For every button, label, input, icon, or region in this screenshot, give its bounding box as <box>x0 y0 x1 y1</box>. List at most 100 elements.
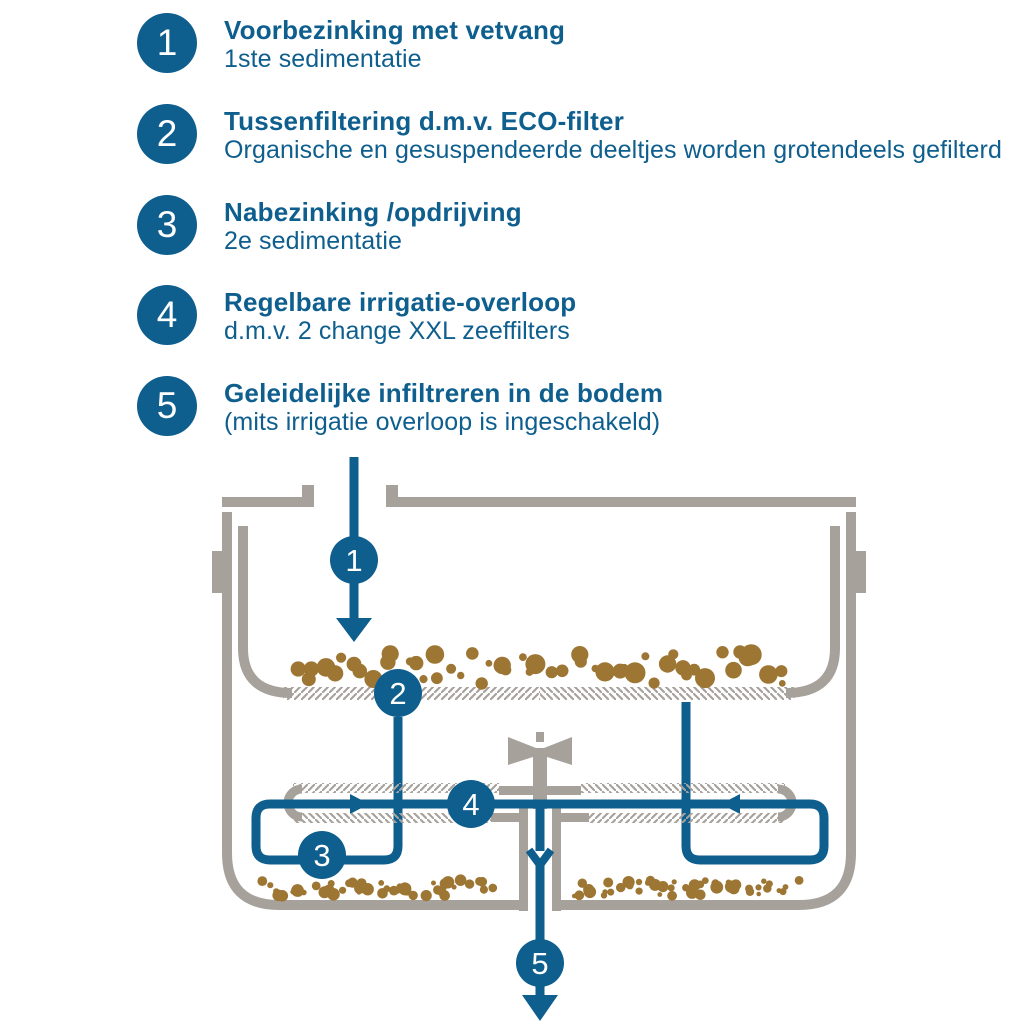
sediment-dot <box>635 887 643 895</box>
sediment-dot <box>577 878 587 888</box>
sediment-dot <box>695 668 715 689</box>
step-5-title: Geleidelijke infiltreren in de bodem <box>224 378 664 408</box>
sediment-dot <box>466 647 479 660</box>
step-3-title: Nabezinking /opdrijving <box>224 197 522 227</box>
zeefilters <box>293 783 785 823</box>
valve <box>499 732 581 809</box>
sediment-dot <box>668 649 679 660</box>
step-1-title: Voorbezinking met vetvang <box>224 15 566 45</box>
outlet-channel-wall-right <box>552 805 561 911</box>
sediment-dot <box>347 877 358 888</box>
tank-rim-right-tab <box>386 485 398 499</box>
sediment-dot <box>641 652 650 661</box>
step-1-text: Voorbezinking met vetvang 1ste sedimenta… <box>224 15 566 74</box>
valve-stem <box>533 748 547 795</box>
sediment-dot <box>648 677 660 689</box>
sediment-dot <box>409 655 424 671</box>
sediment-dot <box>454 874 467 886</box>
sediment-dot <box>352 663 368 679</box>
sediment-dot <box>431 880 436 886</box>
step-4-text: Regelbare irrigatie-overloop d.m.v. 2 ch… <box>224 287 577 346</box>
tank-rim-left <box>222 497 314 507</box>
sediment-dot <box>361 883 374 896</box>
sediment-dot <box>290 661 306 677</box>
sediment-dot <box>327 888 340 901</box>
step-1-subtitle: 1ste sedimentatie <box>224 45 422 73</box>
zeefilter-right-bottom <box>589 813 785 823</box>
valve-knob <box>536 732 544 742</box>
outlet-channel-wall-left <box>519 805 528 911</box>
upper-basin-wall-left <box>238 526 293 698</box>
step-2-text: Tussenfiltering d.m.v. ECO-filter Organi… <box>224 106 1002 165</box>
marker-1-badge <box>330 536 378 584</box>
step-3-text: Nabezinking /opdrijving 2e sedimentatie <box>224 197 522 256</box>
sediment-dot <box>725 879 732 886</box>
sediment-upper <box>290 644 788 690</box>
marker-3-num: 3 <box>313 838 330 873</box>
zeefilter-right-top <box>581 783 785 793</box>
sediment-dot <box>545 666 558 679</box>
left-loop-pipe <box>251 717 540 865</box>
sediment-dot <box>451 884 457 890</box>
outlet-channel-shelf-left <box>491 813 519 822</box>
sediment-dot <box>745 887 755 896</box>
step-4-title: Regelbare irrigatie-overloop <box>224 287 577 317</box>
sediment-dot <box>725 661 742 679</box>
sediment-dot <box>488 883 498 893</box>
step-3-badge: 3 <box>137 195 197 255</box>
sediment-dot <box>775 665 788 678</box>
sediment-dot <box>583 885 597 899</box>
sediment-dot <box>477 876 488 887</box>
sediment-dot <box>519 653 527 661</box>
step-5-subtitle: (mits irrigatie overloop is ingeschakeld… <box>224 408 661 436</box>
sediment-dot <box>500 664 512 676</box>
tank-rim-right <box>386 497 856 507</box>
sediment-dot <box>389 885 399 896</box>
diagram-markers: 1 2 3 4 5 <box>298 536 564 987</box>
sediment-dot <box>658 655 677 673</box>
outflow-arrowhead <box>522 995 558 1021</box>
sediment-dot <box>761 878 767 884</box>
sediment-dot <box>657 892 663 897</box>
sediment-dot <box>755 884 762 891</box>
sediment-dot <box>431 672 443 685</box>
flow-arrow-right-icon <box>350 794 369 814</box>
right-loop-pipe <box>540 702 829 865</box>
sediment-dot <box>378 880 385 886</box>
marker-1-num: 1 <box>345 543 362 578</box>
step-2-title: Tussenfiltering d.m.v. ECO-filter <box>224 106 625 136</box>
sediment-dot <box>624 662 646 684</box>
step-2-subtitle: Organische en gesuspendeerde deeltjes wo… <box>224 136 1002 164</box>
marker-2-num: 2 <box>389 676 406 711</box>
tank-wall-left <box>222 512 521 910</box>
sediment-dot <box>377 888 388 899</box>
sediment-dot <box>765 880 773 888</box>
sediment-dot <box>457 671 465 680</box>
tank-rim-left-tab <box>302 485 314 499</box>
sediment-dot <box>756 891 761 897</box>
sediment-dot <box>595 662 615 682</box>
sediment-dot <box>300 889 307 896</box>
valve-wing-right <box>544 737 572 765</box>
sediment-dot <box>778 680 786 687</box>
sediment-lower-right <box>571 875 804 901</box>
sediment-dot <box>782 884 789 890</box>
sediment-dot <box>276 890 289 902</box>
zeefilter-left-bottom <box>293 813 491 823</box>
upper-basin-wall-right <box>785 526 840 698</box>
sediment-dot <box>441 876 455 889</box>
outlet-channel-shelf-right <box>561 813 589 822</box>
sediment-dot <box>475 677 488 690</box>
sediment-dot <box>671 879 677 885</box>
sediment-dot <box>339 886 347 894</box>
valve-wing-left <box>508 737 536 765</box>
sediment-dot <box>485 659 493 667</box>
step-5-text: Geleidelijke infiltreren in de bodem (mi… <box>224 378 664 437</box>
sediment-dot <box>446 663 457 674</box>
sediment-dot <box>607 888 615 896</box>
sediment-dot <box>525 654 546 675</box>
sediment-dot <box>420 890 432 902</box>
valve-base <box>499 786 581 795</box>
